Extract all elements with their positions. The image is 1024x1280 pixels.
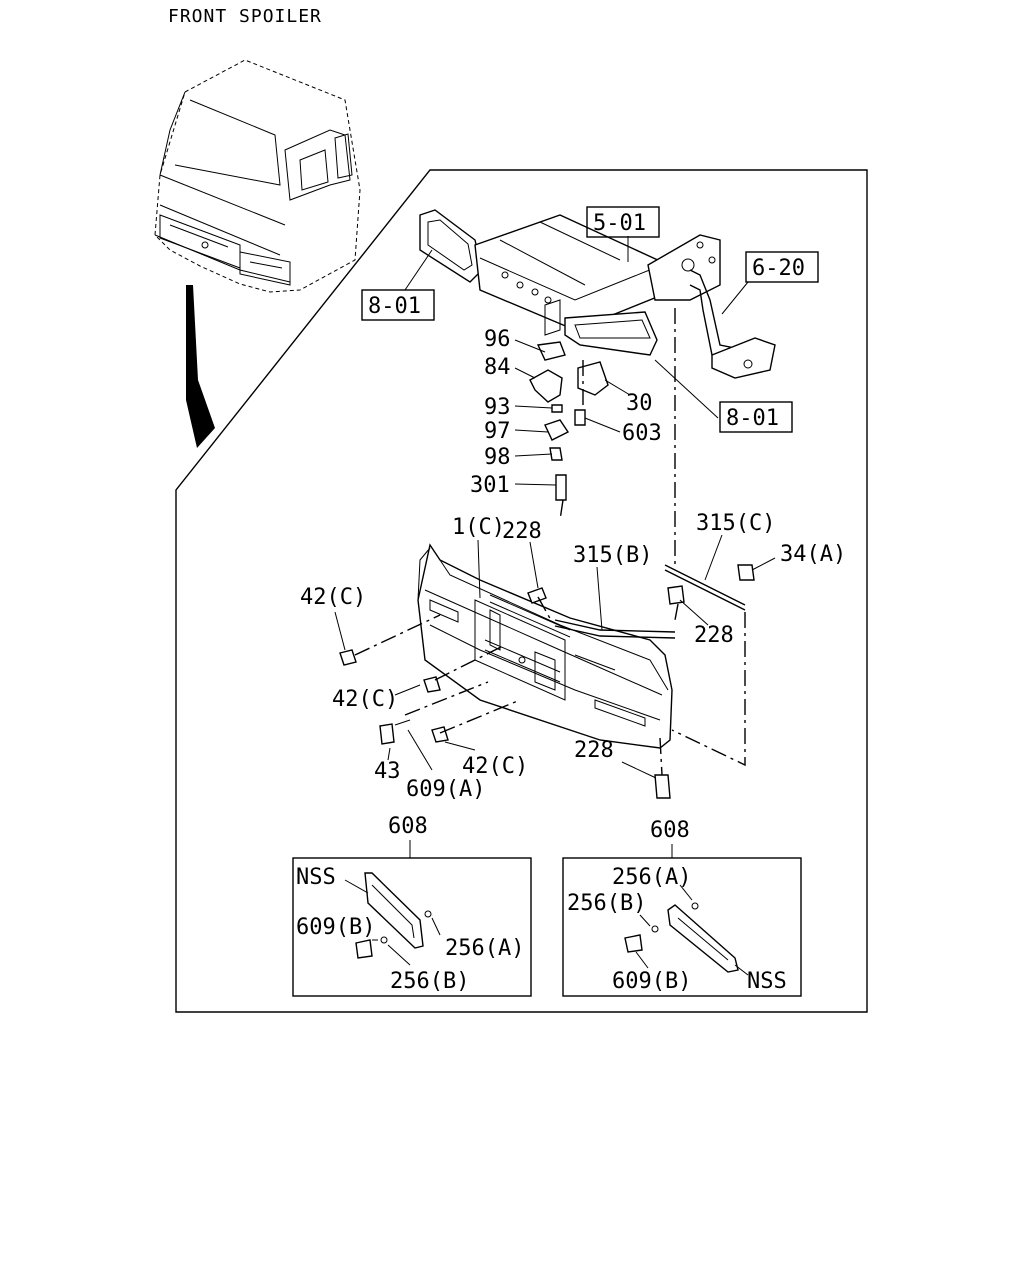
part-label-609a: 609(A) [406,777,485,802]
ref-label-8-01-left: 8-01 [368,294,421,319]
part-label-98: 98 [484,445,511,470]
ref-label-8-01-right: 8-01 [726,406,779,431]
truck-cab-illustration [154,59,361,293]
part-label-42c-top: 42(C) [300,585,366,610]
inset-left: 608 NSS 609(B) 256(A) 256(B) [292,814,532,997]
part-label-228-right: 228 [694,623,734,648]
part-label-96: 96 [484,327,511,352]
tow-hook-hardware [529,341,609,501]
part-6-20-bar [689,269,776,379]
front-spoiler-bumper [417,543,673,749]
part-label-1c: 1(C) [452,515,505,540]
ref-box-8-01-left [361,289,435,321]
part-label-97: 97 [484,419,511,444]
part-label-93: 93 [484,395,511,420]
inset-right-ref: 608 [650,818,690,843]
inset-right: 608 256(A) 256(B) 609(B) NSS [562,818,802,997]
part-label-43: 43 [374,759,401,784]
part-label-34a: 34(A) [780,542,846,567]
part-label-315c: 315(C) [696,511,775,536]
alignment-lines [354,308,746,776]
ref-box-8-01-right [719,401,793,433]
inset-right-609b: 609(B) [612,969,691,994]
part-label-228-top: 228 [502,519,542,544]
part-label-42c-mid: 42(C) [332,687,398,712]
part-label-84: 84 [484,355,511,380]
ref-label-6-20: 6-20 [752,256,805,281]
ref-label-5-01: 5-01 [593,211,646,236]
part-label-603: 603 [622,421,662,446]
ref-box-6-20 [745,251,819,283]
diagram-title: FRONT SPOILER [168,6,322,27]
inset-left-609b: 609(B) [296,915,375,940]
inset-right-256b: 256(B) [567,891,646,916]
inset-left-nss: NSS [296,865,336,890]
main-diagram-frame [175,169,868,1013]
inset-right-nss: NSS [747,969,787,994]
part-label-315b: 315(B) [573,543,652,568]
part-label-228-bottom: 228 [574,738,614,763]
part-label-42c-bottom: 42(C) [462,754,528,779]
rods [554,564,746,639]
pointer-arrow [186,285,215,448]
inset-left-ref: 608 [388,814,428,839]
inset-left-256b: 256(B) [390,969,469,994]
part-label-30: 30 [626,391,653,416]
inset-right-256a: 256(A) [612,865,691,890]
ref-box-5-01 [586,206,660,238]
leader-lines [334,236,776,779]
frame-crossmember [419,209,721,356]
inset-left-256a: 256(A) [445,936,524,961]
part-label-301: 301 [470,473,510,498]
